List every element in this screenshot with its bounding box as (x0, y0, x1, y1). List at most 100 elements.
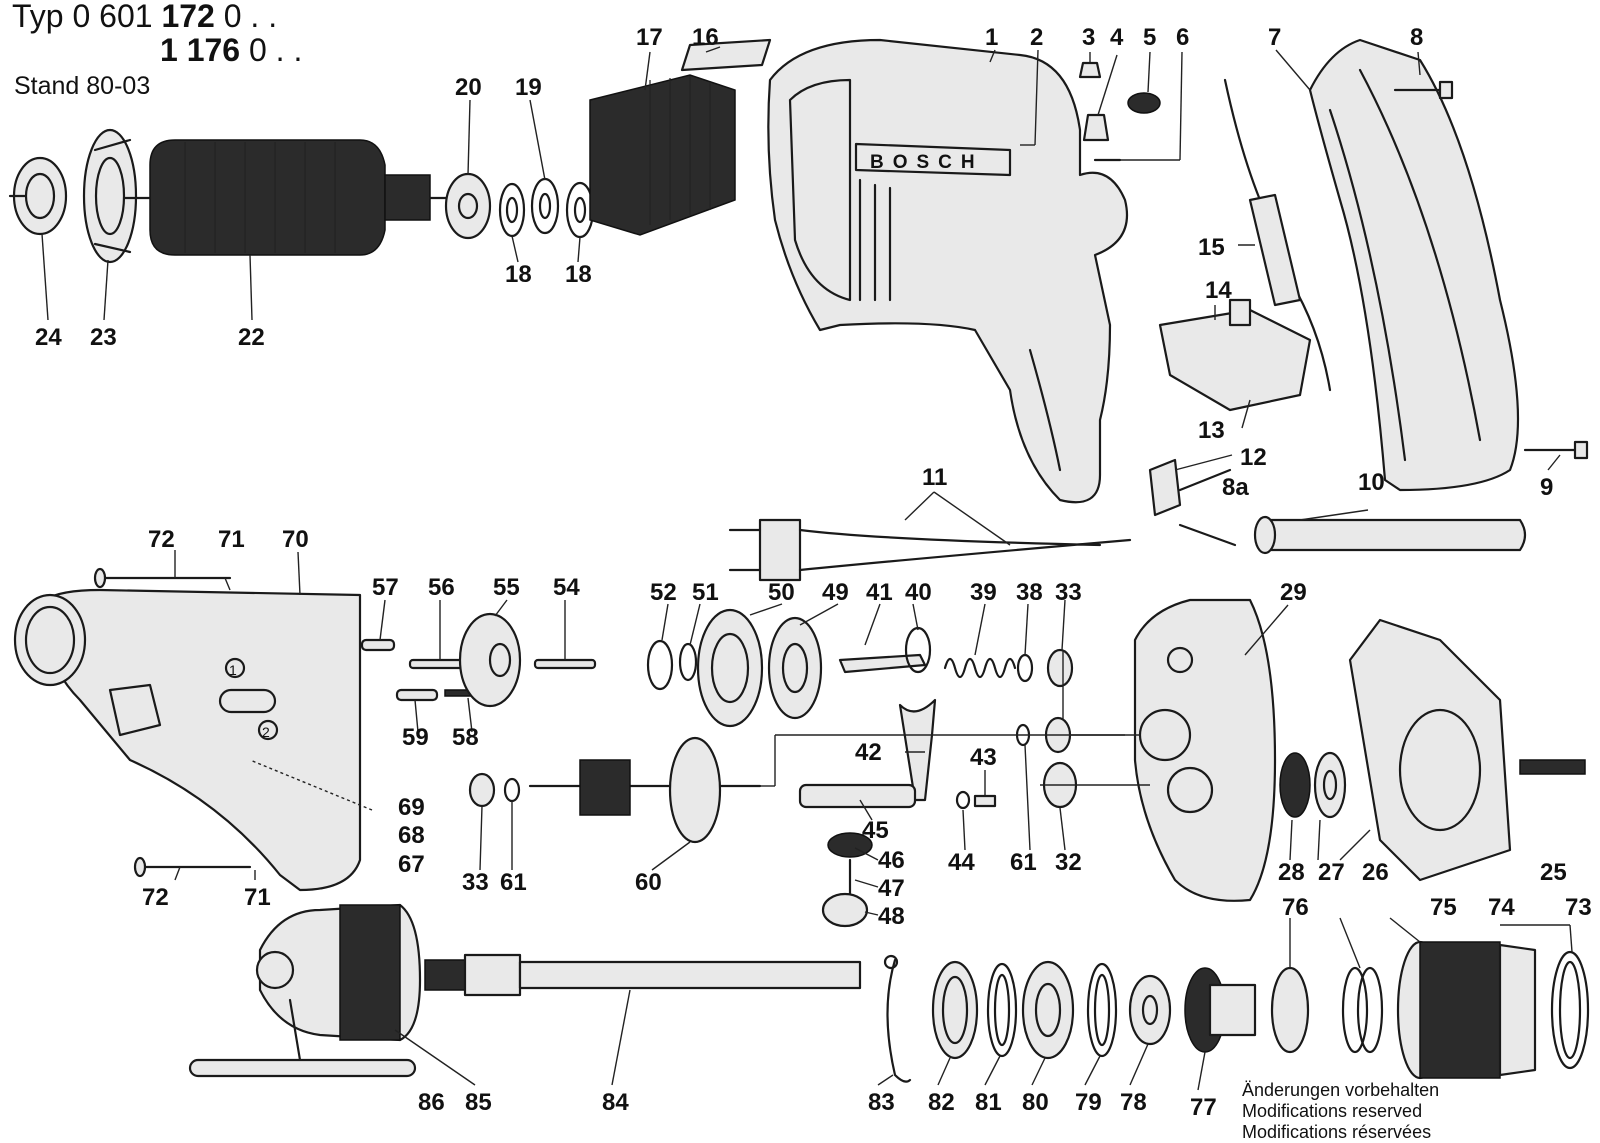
callout-61-a: 61 (1010, 849, 1037, 876)
nut-78 (1128, 974, 1172, 1046)
switch-14 (1158, 298, 1312, 412)
callout-33-a: 33 (1055, 579, 1082, 606)
callout-59: 59 (402, 724, 429, 751)
callout-1: 1 (985, 24, 998, 51)
bolt-72-bottom (133, 856, 252, 878)
callout-58: 58 (452, 724, 479, 751)
callout-12: 12 (1240, 444, 1267, 471)
callout-26: 26 (1362, 859, 1389, 886)
gear-mark-2: 2 (262, 724, 270, 740)
pin-54 (533, 658, 597, 670)
handle-cover-7 (1308, 38, 1520, 492)
callout-69: 69 (398, 794, 425, 821)
rings-51-52 (646, 639, 698, 691)
callout-18-b: 18 (565, 261, 592, 288)
gear-housing-70: 1 2 (13, 588, 362, 892)
callout-16: 16 (692, 24, 719, 51)
brand-logo-bosch: BOSCH (870, 152, 984, 173)
model-type-line-2: 1 176 0 . . (160, 32, 302, 69)
callout-4: 4 (1110, 24, 1124, 51)
cable-guard-15 (1223, 78, 1332, 392)
screw-9 (1523, 440, 1589, 460)
gear-mark-1: 1 (229, 662, 237, 678)
note-de: Änderungen vorbehalten (1242, 1080, 1440, 1100)
spindle-84 (424, 953, 862, 997)
callout-50: 50 (768, 579, 795, 606)
callout-5: 5 (1143, 24, 1156, 51)
ring-73 (1550, 950, 1590, 1070)
washers-18-19 (498, 177, 595, 239)
callout-7: 7 (1268, 24, 1281, 51)
fan-23 (82, 128, 138, 264)
callout-18-a: 18 (505, 261, 532, 288)
guard-26 (1348, 618, 1512, 882)
revision-stand: Stand 80-03 (14, 72, 151, 100)
typ2-number-b: 1 176 (160, 32, 241, 68)
callout-79: 79 (1075, 1089, 1102, 1116)
selector-sleeve-74 (1396, 940, 1537, 1080)
callout-71-b: 71 (244, 884, 271, 911)
callout-27: 27 (1318, 859, 1345, 886)
callout-49: 49 (822, 579, 849, 606)
callout-10: 10 (1358, 469, 1385, 496)
motor-housing-1: BOSCH (767, 38, 1129, 504)
callout-39: 39 (970, 579, 997, 606)
callout-55: 55 (493, 574, 520, 601)
callout-56: 56 (428, 574, 455, 601)
callout-76: 76 (1282, 894, 1309, 921)
callout-80: 80 (1022, 1089, 1049, 1116)
callout-23: 23 (90, 324, 117, 351)
callout-57: 57 (372, 574, 399, 601)
callout-47: 47 (878, 875, 905, 902)
typ-number-c: 0 . . (223, 0, 278, 34)
callout-72-b: 72 (142, 884, 169, 911)
power-cord-11 (728, 518, 1132, 582)
sleeve-10 (1253, 515, 1527, 555)
note-fr: Modifications réservées (1242, 1122, 1432, 1142)
callout-84: 84 (602, 1089, 629, 1116)
callout-71-a: 71 (218, 526, 245, 553)
callout-41: 41 (866, 579, 893, 606)
retaining-ring-83 (883, 954, 912, 1083)
callout-24: 24 (35, 324, 62, 351)
callout-6: 6 (1176, 24, 1189, 51)
callout-45: 45 (862, 817, 889, 844)
parts-3-6 (1078, 61, 1161, 162)
spring-39 (943, 657, 1017, 679)
callout-40: 40 (905, 579, 932, 606)
callout-82: 82 (928, 1089, 955, 1116)
clamp-12 (1148, 458, 1182, 517)
screw-8 (1393, 80, 1454, 100)
callout-42: 42 (855, 739, 882, 766)
modifications-note: Änderungen vorbehalten Modifications res… (1242, 1080, 1439, 1143)
callout-38: 38 (1016, 579, 1043, 606)
clutch-77 (1184, 967, 1257, 1053)
bearings-27-28 (1279, 751, 1347, 819)
callout-75: 75 (1430, 894, 1457, 921)
typ-number-b: 172 (161, 0, 215, 34)
callout-46: 46 (878, 847, 905, 874)
typ2-number-c: 0 . . (248, 32, 303, 68)
callout-17: 17 (636, 24, 663, 51)
callout-77: 77 (1190, 1094, 1217, 1121)
washers-38-33-61 (1015, 648, 1078, 809)
callout-85: 85 (465, 1089, 492, 1116)
callout-11: 11 (922, 464, 947, 491)
callout-54: 54 (553, 574, 580, 601)
callout-61-b: 61 (500, 869, 527, 896)
armature-22 (123, 139, 462, 256)
callout-74: 74 (1488, 894, 1515, 921)
shift-fork-41-42 (838, 626, 937, 802)
callout-14: 14 (1205, 277, 1232, 304)
callout-78: 78 (1120, 1089, 1147, 1116)
rings-79-82 (931, 960, 1118, 1060)
bolt-72-top (93, 567, 232, 589)
callout-8: 8 (1410, 24, 1423, 51)
callout-19: 19 (515, 74, 542, 101)
callout-86: 86 (418, 1089, 445, 1116)
typ-label: Typ (12, 0, 64, 34)
callout-48: 48 (878, 903, 905, 930)
callout-25: 25 (1540, 859, 1567, 886)
gear-50 (696, 608, 764, 728)
